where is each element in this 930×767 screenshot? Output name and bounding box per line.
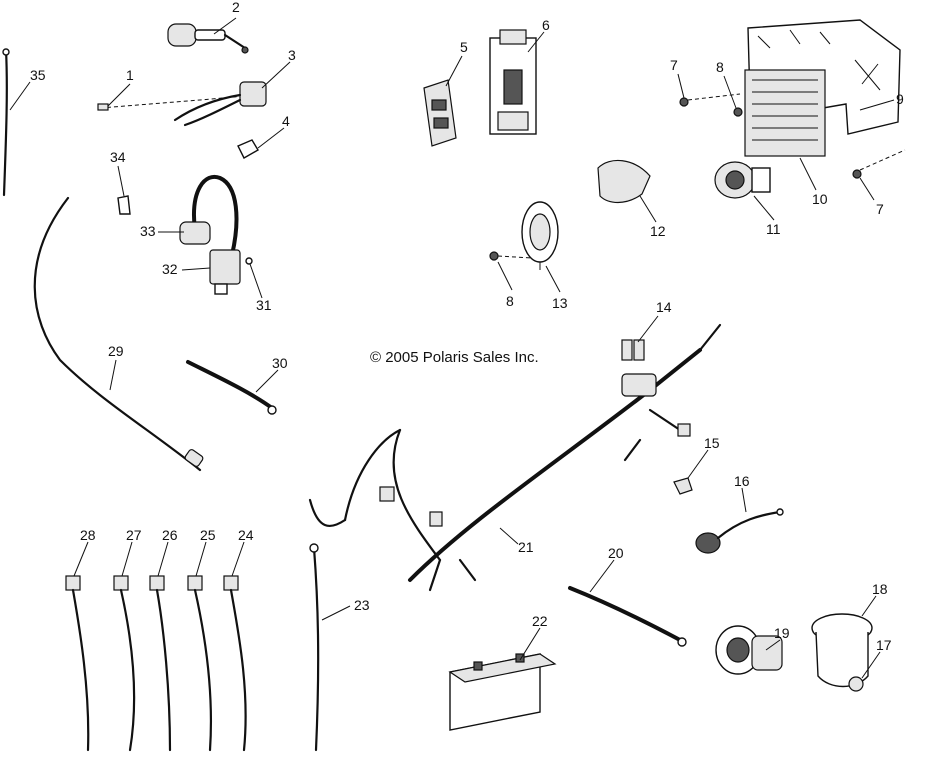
callout-30: 30 bbox=[272, 355, 288, 371]
callout-3: 3 bbox=[288, 47, 296, 63]
part-35-cable bbox=[2, 48, 10, 197]
part-6-fuse-block bbox=[489, 29, 537, 135]
part-34-bracket bbox=[117, 195, 131, 215]
part-5-switch bbox=[423, 79, 457, 147]
callout-20: 20 bbox=[608, 545, 624, 561]
regulator-icon bbox=[744, 19, 901, 157]
callout-28: 28 bbox=[80, 527, 96, 543]
callout-6: 6 bbox=[542, 17, 550, 33]
part-20-cable bbox=[568, 586, 687, 647]
gauge-icon bbox=[811, 613, 873, 688]
part-11-light bbox=[714, 161, 771, 199]
horn-icon bbox=[521, 201, 559, 270]
callout-10: 10 bbox=[812, 191, 828, 207]
wire-harness-icon bbox=[308, 323, 722, 592]
part-8-screw-mid bbox=[489, 251, 533, 261]
callout-7-bottom: 7 bbox=[876, 201, 884, 217]
callout-1: 1 bbox=[126, 67, 134, 83]
callout-35: 35 bbox=[30, 67, 46, 83]
battery-icon bbox=[448, 653, 557, 731]
ignition-coil-icon bbox=[179, 174, 253, 295]
callout-4: 4 bbox=[282, 113, 290, 129]
callout-18: 18 bbox=[872, 581, 888, 597]
callout-5: 5 bbox=[460, 39, 468, 55]
callout-19: 19 bbox=[774, 625, 790, 641]
callout-29: 29 bbox=[108, 343, 124, 359]
copyright-text: © 2005 Polaris Sales Inc. bbox=[370, 349, 539, 366]
part-28-extension bbox=[65, 575, 90, 752]
power-socket-icon bbox=[695, 508, 784, 554]
callout-25: 25 bbox=[200, 527, 216, 543]
callout-26: 26 bbox=[162, 527, 178, 543]
callout-12: 12 bbox=[650, 223, 666, 239]
part-15-connector bbox=[673, 477, 693, 495]
callout-27: 27 bbox=[126, 527, 142, 543]
part-4-clip bbox=[237, 139, 259, 159]
part-17-nut bbox=[848, 676, 864, 692]
callout-32: 32 bbox=[162, 261, 178, 277]
callout-24: 24 bbox=[238, 527, 254, 543]
callout-9: 9 bbox=[896, 91, 904, 107]
callout-31: 31 bbox=[256, 297, 272, 313]
callout-17: 17 bbox=[876, 637, 892, 653]
part-30-cable bbox=[186, 360, 277, 415]
part-14-fuses bbox=[621, 339, 645, 361]
part-23-cable bbox=[309, 543, 320, 752]
callout-16: 16 bbox=[734, 473, 750, 489]
ignition-switch-icon bbox=[167, 23, 249, 54]
part-3-relay bbox=[173, 81, 267, 127]
part-25-extension bbox=[187, 575, 213, 752]
callout-14: 14 bbox=[656, 299, 672, 315]
part-27-extension bbox=[113, 575, 136, 752]
callout-15: 15 bbox=[704, 435, 720, 451]
part-24-extension bbox=[223, 575, 247, 752]
part-26-extension bbox=[149, 575, 172, 752]
callout-2: 2 bbox=[232, 0, 240, 15]
callout-22: 22 bbox=[532, 613, 548, 629]
callout-33: 33 bbox=[140, 223, 156, 239]
callout-34: 34 bbox=[110, 149, 126, 165]
callout-8-top: 8 bbox=[716, 59, 724, 75]
part-7-screw-bottom bbox=[852, 149, 906, 179]
part-19-socket bbox=[715, 625, 783, 675]
callout-8-mid: 8 bbox=[506, 293, 514, 309]
part-12-cover bbox=[597, 159, 651, 204]
part-29-cable bbox=[33, 196, 204, 472]
callout-7-top: 7 bbox=[670, 57, 678, 73]
callout-13: 13 bbox=[552, 295, 568, 311]
leader-lines bbox=[9, 17, 895, 679]
part-8-screw-top bbox=[733, 107, 743, 117]
callout-21: 21 bbox=[518, 539, 534, 555]
callout-11: 11 bbox=[766, 221, 781, 237]
callout-23: 23 bbox=[354, 597, 370, 613]
